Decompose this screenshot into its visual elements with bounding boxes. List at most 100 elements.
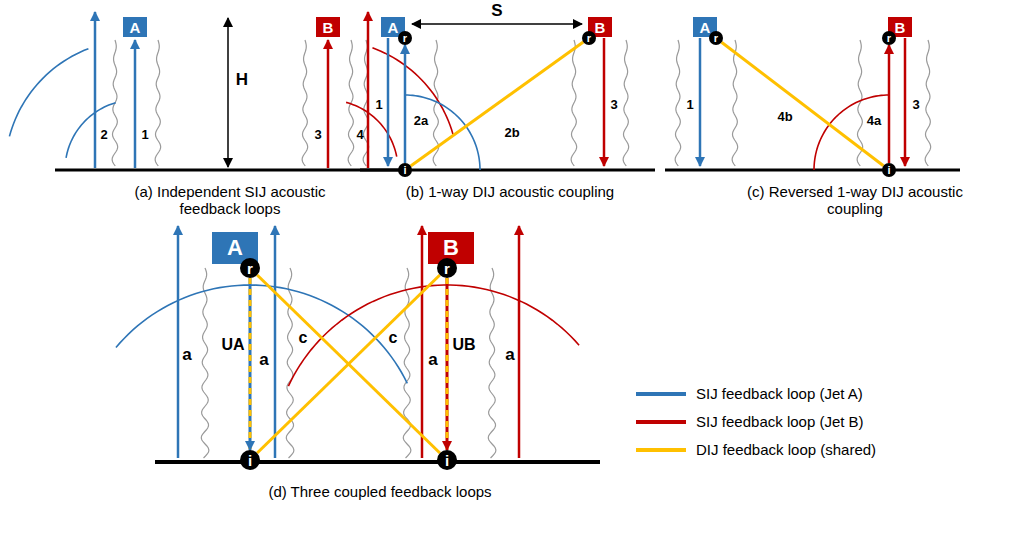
jet-vortex [403, 268, 411, 458]
feedback-arrow [177, 226, 180, 458]
path-label: 2b [502, 126, 521, 139]
callout-label: 1 [141, 128, 148, 143]
node-label: A [130, 20, 141, 35]
feedback-path [405, 45, 406, 163]
connector-line [446, 278, 449, 450]
callout-label: 3 [610, 98, 617, 113]
path-label: 4b [775, 110, 794, 123]
legend-text: SIJ feedback loop (Jet B) [696, 413, 864, 430]
path-label: UA [219, 337, 246, 353]
jet-vortex [155, 40, 161, 166]
callout-label: 2 [100, 128, 107, 143]
callout-label: 1 [375, 98, 382, 113]
node-label: A [388, 20, 399, 35]
panel-caption: (b) 1-way DIJ acoustic coupling [360, 183, 660, 200]
dimension-arrow [227, 18, 229, 167]
jet-vortex [732, 40, 738, 166]
node-label: i [445, 453, 449, 468]
jet-vortex [675, 40, 681, 166]
feedback-arrow [367, 12, 370, 168]
path-label: 2a [412, 114, 430, 127]
node-label: r [587, 33, 591, 44]
feedback-path [447, 278, 448, 450]
jet-vortex [286, 268, 294, 458]
feedback-arrow [94, 12, 97, 168]
wave-front [372, 48, 453, 134]
feedback-path [250, 278, 251, 450]
feedback-arrow [699, 38, 702, 166]
point-circle: r [437, 258, 457, 278]
legend-item: DIJ feedback loop (shared) [636, 441, 876, 458]
jet-vortex [302, 40, 308, 166]
point-circle: i [398, 163, 412, 177]
jet-box: A [123, 17, 147, 37]
dimension-arrow [412, 23, 582, 25]
impingement-wall [155, 460, 600, 464]
connector-line [404, 45, 407, 163]
callout-label: 3 [912, 98, 919, 113]
wave-front [814, 95, 889, 170]
callout-label: 3 [314, 128, 321, 143]
feedback-arrow [603, 38, 606, 166]
feedback-path [411, 42, 584, 166]
legend-text: DIJ feedback loop (shared) [696, 441, 876, 458]
feedback-arrow [274, 226, 277, 458]
point-circle: i [882, 163, 896, 177]
node-label: B [443, 237, 459, 259]
jet-vortex [925, 40, 931, 166]
legend-text: SIJ feedback loop (Jet A) [696, 385, 863, 402]
feedback-arrow [387, 38, 390, 166]
feedback-path [257, 275, 440, 453]
connector-line [888, 45, 891, 163]
point-circle: r [709, 31, 723, 45]
node-label: r [403, 33, 407, 44]
path-label: 4a [865, 114, 883, 127]
wave-front [9, 49, 88, 137]
point-circle: i [240, 450, 260, 470]
feedback-path [889, 45, 890, 163]
legend-item: SIJ feedback loop (Jet A) [636, 385, 863, 402]
path-label: c [387, 330, 400, 346]
node-label: A [700, 20, 711, 35]
connector-line [257, 275, 440, 453]
legend-swatch [636, 448, 686, 452]
jet-vortex [201, 268, 209, 458]
panel-caption: (d) Three coupled feedback loops [220, 483, 540, 500]
node-label: B [323, 20, 334, 35]
feedback-arrow [327, 40, 330, 168]
jet-axis [249, 278, 252, 450]
jet-vortex [571, 40, 577, 166]
node-label: r [444, 261, 450, 276]
path-label: UB [450, 337, 477, 353]
connector-line [411, 42, 584, 166]
node-label: i [248, 453, 252, 468]
panel-caption: (a) Independent SIJ acoustic feedback lo… [105, 183, 355, 218]
point-circle: r [240, 258, 260, 278]
feedback-path [722, 42, 884, 166]
callout-label: a [428, 350, 437, 370]
callout-label: a [505, 345, 514, 365]
path-label: c [297, 330, 310, 346]
node-label: r [714, 33, 718, 44]
connector-line [257, 275, 440, 453]
wave-front [116, 285, 407, 383]
node-label: B [895, 20, 906, 35]
node-label: r [247, 261, 253, 276]
legend-swatch [636, 392, 686, 396]
node-label: B [595, 20, 606, 35]
feedback-arrow [518, 226, 521, 458]
node-label: i [887, 165, 890, 176]
connector-line [722, 42, 884, 166]
point-circle: i [437, 450, 457, 470]
callout-label: H [236, 70, 248, 90]
feedback-arrow [134, 40, 137, 168]
callout-label: 1 [686, 98, 693, 113]
legend-item: SIJ feedback loop (Jet B) [636, 413, 864, 430]
jet-box: B [316, 17, 340, 37]
node-label: r [887, 33, 891, 44]
impingement-wall [55, 169, 405, 172]
point-circle: r [398, 31, 412, 45]
